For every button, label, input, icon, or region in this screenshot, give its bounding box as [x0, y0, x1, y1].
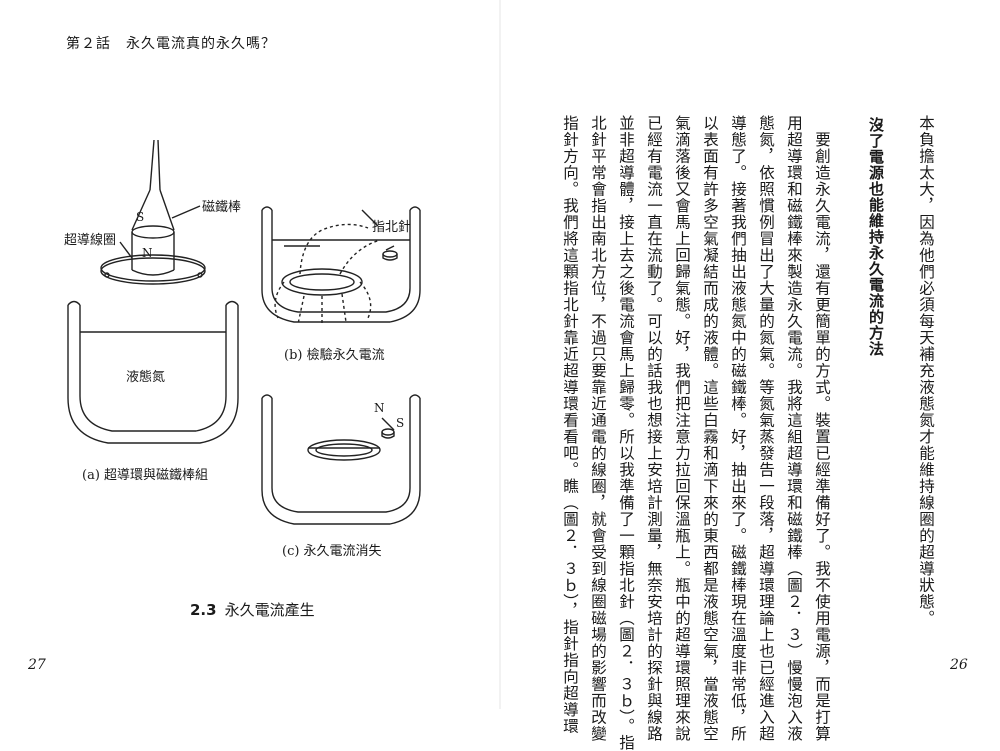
label-compass-n: N [374, 401, 385, 415]
text-column: 並非超導體，接上去之後電流會馬上歸零。所以我準備了一顆指北針（圖２．３ｂ）。指 [617, 115, 635, 751]
label-compass: 指北針 [372, 220, 412, 235]
figure-caption: 2.3 永久電流產生 [190, 599, 315, 620]
subcaption-c: (c) 永久電流消失 [282, 544, 382, 559]
label-pole-s: S [136, 210, 145, 224]
string-line [149, 139, 155, 191]
figure-2-3a [67, 139, 239, 444]
label-magnet-bar: 磁鐵棒 [202, 200, 242, 215]
figure-number: 2.3 [190, 601, 217, 619]
text-column: 本負擔太大，因為他們必須每天補充液態氮才能維持線圈的超導狀態。 [917, 115, 935, 627]
label-compass-s: S [396, 416, 405, 430]
text-column: 北針平常會指出南北方位，不過只要靠近通電的線圈，就會受到線圈磁場的影響而改變 [589, 115, 607, 742]
text-column: 指針方向。我們將這顆指北針靠近超導環看看吧。瞧（圖２．３ｂ），指針指向超導環 [561, 115, 579, 735]
running-head: 第２話 永久電流真的永久嗎？ [66, 36, 276, 52]
text-column: 要創造永久電流，還有更簡單的方式。裝置已經準備好了。我不使用電源，而是打算 [813, 115, 831, 743]
text-column: 氣滴落後又會馬上回歸氣態。好，我們把注意力拉回保溫瓶上。瓶中的超導環照理來說 [673, 115, 691, 742]
text-column: 以表面有許多空氣凝結而成的液體。這些白霧和滴下來的東西都是液態空氣，當液態空 [701, 115, 719, 742]
text-column: 導態了。接著我們抽出液態氮中的磁鐵棒。好，抽出來了。磁鐵棒現在溫度非常低，所 [729, 115, 747, 742]
page-number-right: 26 [950, 657, 968, 673]
subcaption-a: (a) 超導環與磁鐵棒組 [82, 468, 209, 483]
figure-caption-text: 永久電流產生 [224, 601, 315, 619]
page-gutter [499, 0, 501, 709]
text-column: 態氮，依照慣例冒出了大量的氮氣。等氮氣蒸發告一段落，超導環理論上也已經進入超 [757, 115, 775, 742]
label-liquid-nitrogen: 液態氮 [126, 370, 166, 385]
text-column: 已經有電流一直在流動了。可以的話我也想接上安培計測量，無奈安培計的探針與線路 [645, 115, 663, 742]
page-number-left: 27 [28, 657, 46, 673]
section-heading: 沒了電源也能維持永久電流的方法 [867, 117, 885, 357]
book-spread: 第２話 永久電流真的永久嗎？ 磁鐵 [28, 0, 968, 751]
subcaption-b: (b) 檢驗永久電流 [284, 348, 385, 363]
figure-2-3b [261, 206, 421, 325]
vertical-text-paragraph2: 要創造永久電流，還有更簡單的方式。裝置已經準備好了。我不使用電源，而是打算用超導… [36, 115, 836, 751]
text-column: 用超導環和磁鐵棒來製造永久電流。我將這組超導環和磁鐵棒（圖２．３）慢慢泡入液 [785, 115, 803, 742]
vertical-text-paragraph1: 本負擔太大，因為他們必須每天補充液態氮才能維持線圈的超導狀態。 [140, 115, 940, 655]
label-ring: 超導線圈 [64, 233, 117, 248]
label-pole-n: N [142, 246, 153, 260]
figure-2-3c [261, 394, 421, 525]
